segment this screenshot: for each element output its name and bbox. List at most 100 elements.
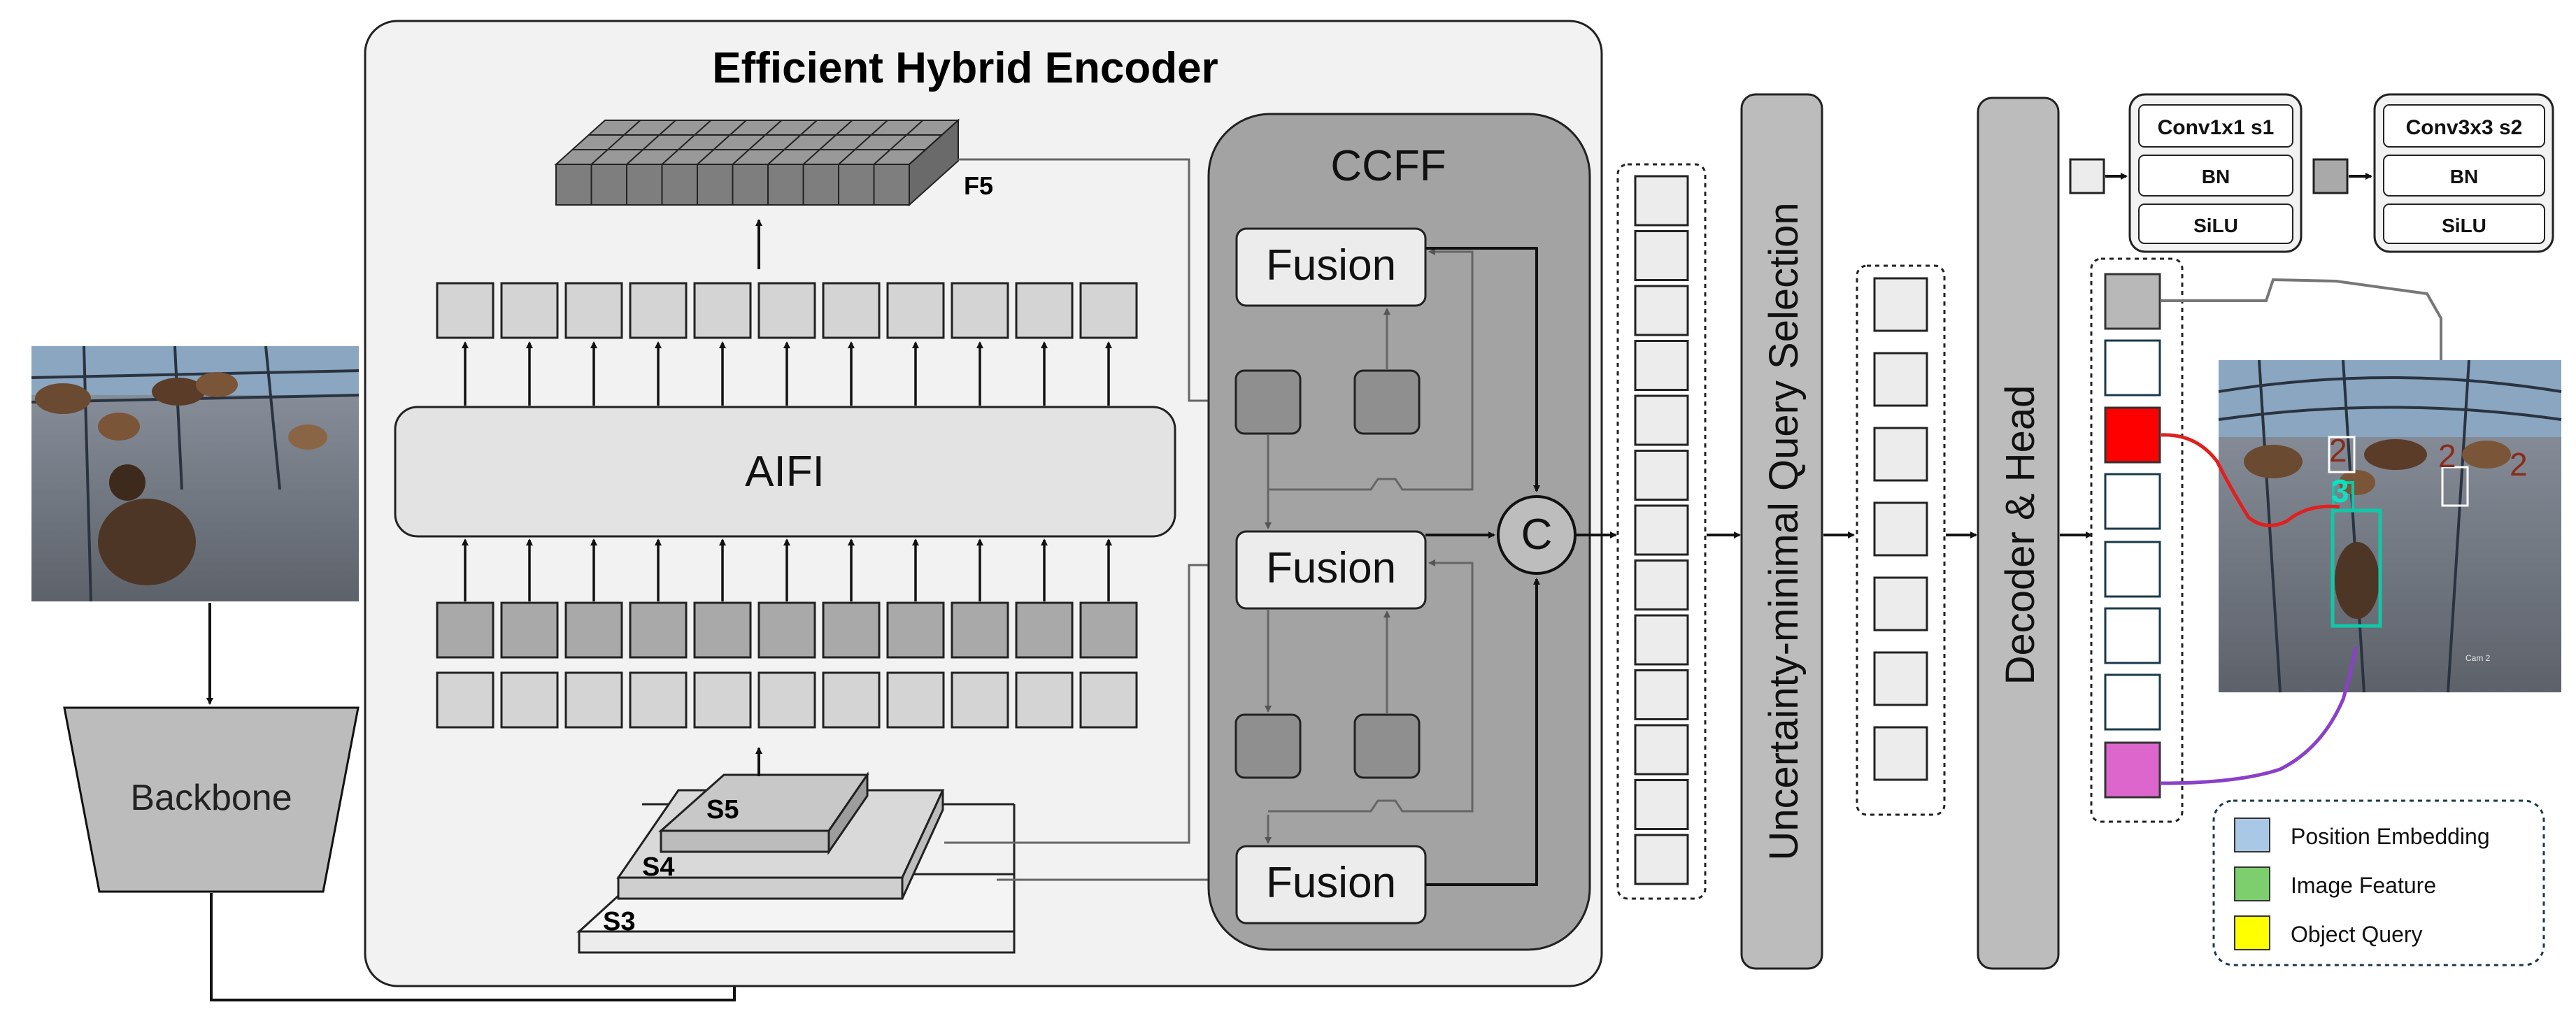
aifi-output-token	[564, 282, 623, 339]
aifi-output-token	[1079, 282, 1138, 339]
aifi-input-token	[629, 601, 688, 659]
camera-watermark: Cam 2	[2465, 653, 2491, 663]
decoder-head-block	[1977, 97, 2060, 970]
position-embedding-token	[564, 671, 623, 729]
concat-node	[1497, 495, 1577, 575]
f5-grid-line	[697, 120, 747, 165]
position-embedding-token	[629, 671, 688, 729]
position-embedding-token	[1079, 671, 1138, 729]
link-red-query-to-box	[2161, 433, 2340, 527]
aifi-input-token	[1015, 601, 1074, 659]
conv-input-square-1	[2069, 158, 2105, 194]
position-embedding-token	[1015, 671, 1074, 729]
aifi-input-token	[500, 601, 559, 659]
conv-block-2	[2373, 93, 2554, 253]
output-query-empty-2	[2104, 473, 2161, 530]
detection-label-2c: 2	[2510, 446, 2528, 483]
ccff-title: CCFF	[1330, 142, 1446, 190]
aifi-input-token	[564, 601, 623, 659]
backbone-label: Backbone	[130, 778, 292, 818]
fusion-block-top	[1235, 227, 1427, 307]
encoder-output-token	[1634, 450, 1689, 501]
selected-query-token	[1873, 651, 1928, 706]
legend-swatch-position-embedding	[2234, 818, 2270, 852]
detection-label-2a: 2	[2329, 432, 2347, 469]
aifi-output-tokens	[436, 282, 1138, 339]
encoder-output-token-column	[1616, 163, 1707, 900]
selected-query-token	[1873, 726, 1928, 781]
fusion-bottom-label: Fusion	[1266, 859, 1396, 907]
aifi-output-token	[1015, 282, 1074, 339]
encoder-output-token	[1634, 285, 1689, 336]
legend	[2212, 799, 2545, 966]
f5-label: F5	[964, 171, 993, 200]
selected-query-token	[1873, 576, 1928, 631]
position-embedding-token	[757, 671, 816, 729]
conv2-title: Conv3x3 s2	[2406, 116, 2523, 139]
fusion-middle-label: Fusion	[1266, 544, 1396, 592]
f5-grid-line	[626, 120, 676, 165]
position-embedding-token	[951, 671, 1009, 729]
aifi-arrows	[462, 341, 1112, 601]
f5-grid-line	[802, 120, 853, 165]
aifi-input-token	[1079, 601, 1138, 659]
aifi-output-token	[886, 282, 945, 339]
s3-label: S3	[603, 907, 635, 936]
output-query-empty-1	[2104, 339, 2161, 397]
f5-grid-line	[590, 120, 641, 165]
position-embedding-token	[886, 671, 945, 729]
encoder-output-token	[1634, 779, 1689, 830]
conv2-act: SiLU	[2442, 215, 2486, 236]
conv-node-lower-right	[1353, 713, 1421, 779]
legend-swatch-image-feature	[2234, 866, 2270, 901]
f5-grid-line	[661, 120, 712, 165]
aifi-input-tokens	[436, 601, 1138, 659]
f5-grid-line	[909, 120, 959, 165]
encoder-output-token	[1634, 504, 1689, 556]
aifi-label: AIFI	[745, 448, 825, 496]
aifi-input-token	[757, 601, 816, 659]
backbone-block: Backbone	[63, 706, 360, 893]
aifi-input-token	[886, 601, 945, 659]
encoder-output-token	[1634, 724, 1689, 776]
aifi-output-token	[951, 282, 1009, 339]
position-embedding-tokens	[436, 671, 1138, 729]
encoder-output-token	[1634, 834, 1689, 885]
aifi-output-token	[500, 282, 559, 339]
output-query-empty-3	[2104, 541, 2161, 598]
aifi-block	[394, 406, 1176, 538]
conv-block-1	[2128, 93, 2303, 253]
output-query-empty-4	[2104, 607, 2161, 664]
encoder-output-token	[1634, 394, 1689, 446]
f5-grid-line	[767, 120, 818, 165]
query-selection-block	[1740, 93, 1823, 970]
encoder-output-token	[1634, 614, 1689, 666]
f5-grid-line	[838, 120, 888, 165]
output-query-gray	[2104, 273, 2161, 330]
conv-node-upper-right	[1353, 369, 1421, 435]
encoder-output-token	[1634, 230, 1689, 281]
aifi-output-token	[693, 282, 752, 339]
selected-query-column	[1856, 264, 1946, 816]
conv-input-square-2	[2312, 158, 2349, 194]
ccff-internal-links	[1265, 248, 1474, 844]
legend-label-image-feature: Image Feature	[2291, 873, 2436, 898]
conv-node-lower-left	[1234, 713, 1302, 779]
legend-label-object-query: Object Query	[2291, 922, 2423, 947]
f5-grid-line	[732, 120, 783, 165]
selected-query-token	[1873, 501, 1928, 557]
ccff-to-concat-links	[1425, 247, 1540, 886]
f5-grid-line	[873, 120, 924, 165]
conv1-bn: BN	[2202, 166, 2230, 187]
selected-query-token	[1873, 427, 1928, 482]
position-embedding-token	[436, 671, 494, 729]
output-query-column	[2090, 257, 2184, 823]
encoder-output-token	[1634, 669, 1689, 720]
s5-label: S5	[706, 795, 739, 825]
concat-label: C	[1521, 511, 1553, 559]
encoder-title: Efficient Hybrid Encoder	[712, 44, 1218, 92]
output-query-red	[2104, 406, 2161, 464]
query-selection-label: Uncertainty-minimal Query Selection	[1761, 202, 1807, 860]
aifi-output-token	[822, 282, 881, 339]
